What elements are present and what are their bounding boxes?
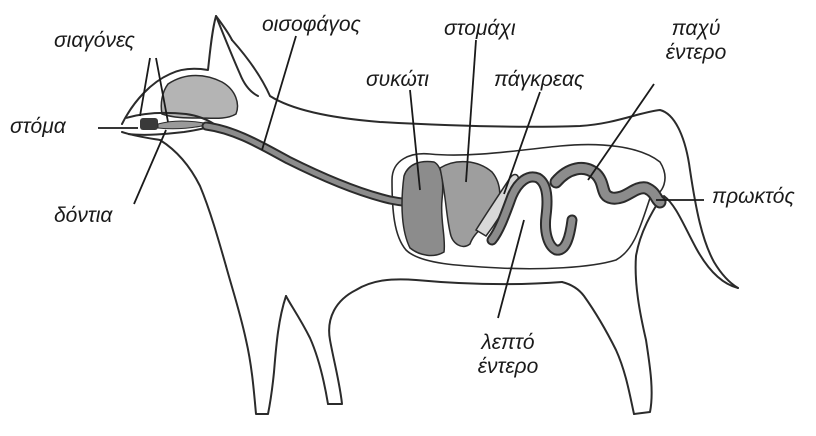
dog-front-leg-back bbox=[286, 296, 328, 404]
leader-jaws-1 bbox=[140, 58, 150, 116]
dog-chest bbox=[160, 140, 226, 266]
label-jaws: σιαγόνες bbox=[54, 30, 135, 52]
teeth-shape bbox=[140, 118, 158, 130]
label-mouth: στόμα bbox=[10, 116, 66, 138]
leader-esophagus bbox=[262, 36, 296, 150]
label-small-intestine-line2: έντερο bbox=[458, 356, 558, 378]
leader-teeth bbox=[134, 130, 166, 204]
dog-hind-leg-back bbox=[634, 196, 662, 414]
dog-back-line bbox=[232, 40, 738, 288]
leader-large-intestine bbox=[588, 84, 654, 180]
label-small-intestine-line1: λεπτό bbox=[458, 332, 558, 354]
label-pancreas: πάγκρεας bbox=[494, 69, 584, 91]
label-large-intestine-line2: έντερο bbox=[646, 42, 746, 64]
label-esophagus: οισοφάγος bbox=[262, 14, 361, 36]
dog-tail-under bbox=[664, 196, 738, 288]
dog-jaw-under bbox=[122, 132, 160, 140]
liver-shape bbox=[402, 162, 444, 256]
label-teeth: δόντια bbox=[54, 205, 112, 227]
label-liver: συκώτι bbox=[366, 69, 429, 91]
label-stomach: στομάχι bbox=[444, 18, 516, 40]
leader-stomach bbox=[466, 40, 476, 182]
head-cavity bbox=[161, 76, 237, 119]
label-large-intestine-line1: παχύ bbox=[646, 18, 746, 40]
dog-front-leg-front bbox=[226, 266, 286, 414]
dog-hind-leg-front bbox=[562, 282, 634, 414]
label-anus: πρωκτός bbox=[712, 186, 795, 208]
